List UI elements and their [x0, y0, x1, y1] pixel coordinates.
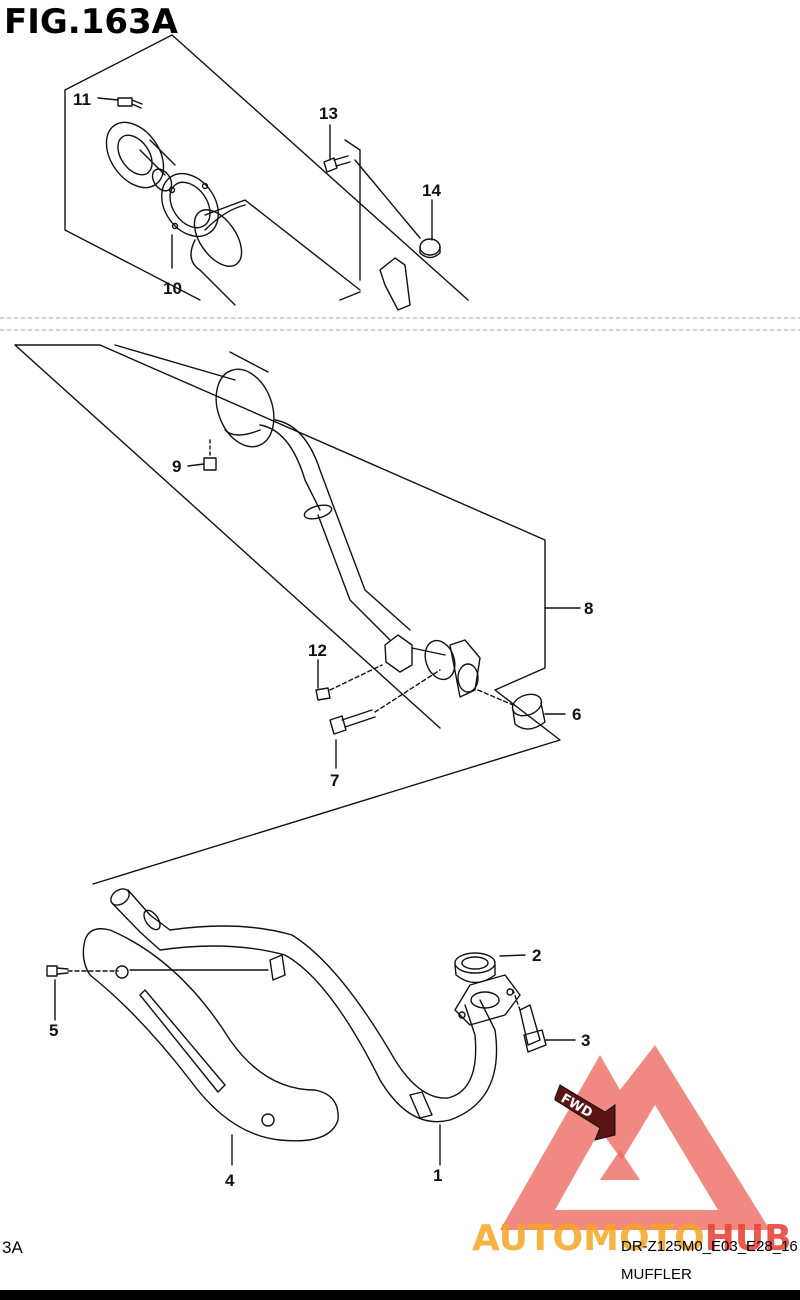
footer-part-name: MUFFLER — [621, 1266, 692, 1283]
footer-model-code: DR-Z125M0_E03_E28_16 — [621, 1238, 798, 1255]
footer-left-label: 3A — [2, 1238, 23, 1257]
exhaust-pipe-1 — [110, 888, 498, 1123]
callout-14: 14 — [422, 181, 441, 200]
gasket-2 — [454, 952, 496, 984]
callout-4: 4 — [225, 1171, 235, 1190]
cut-line — [0, 317, 800, 331]
heat-shield-4 — [82, 928, 339, 1142]
callout-6: 6 — [572, 705, 581, 724]
collar-14 — [419, 238, 441, 259]
callout-8: 8 — [584, 599, 593, 618]
callout-12: 12 — [308, 641, 327, 660]
svg-text:AUTOMOTOHUB: AUTOMOTOHUB — [472, 1218, 792, 1259]
callout-9: 9 — [172, 457, 181, 476]
callout-13: 13 — [319, 104, 338, 123]
figure-title: FIG.163A — [4, 2, 178, 42]
nut-3 — [512, 989, 547, 1053]
end-cap-flange — [105, 121, 176, 192]
assembly-outline-lower — [14, 344, 561, 885]
bushing-6 — [477, 689, 546, 730]
callout-11: 11 — [73, 90, 91, 109]
assembly-outline-upper — [64, 34, 469, 301]
muffler-upper-part — [190, 199, 361, 306]
callout-5: 5 — [49, 1021, 58, 1040]
callout-1: 1 — [433, 1166, 442, 1185]
bolt-12 — [315, 664, 383, 701]
watermark-text-part2: HUB — [705, 1218, 792, 1259]
callout-3: 3 — [581, 1031, 590, 1050]
mount-bracket-upper — [379, 257, 411, 311]
bolt-9 — [203, 439, 217, 471]
callout-10: 10 — [163, 279, 182, 298]
screw-5 — [46, 965, 269, 977]
callout-labels: 11 13 14 10 9 8 12 7 6 2 3 5 4 1 — [49, 90, 593, 1190]
watermark-logo — [500, 1045, 770, 1230]
bottom-bar — [0, 1290, 800, 1300]
callout-7: 7 — [330, 771, 339, 790]
callout-2: 2 — [532, 946, 541, 965]
muffler-lower-part — [114, 344, 411, 641]
watermark-text: AUTOMOTOHUB — [472, 1218, 792, 1259]
leader-lines — [54, 97, 581, 1166]
bolt-7 — [329, 669, 441, 735]
exhaust-flange — [454, 974, 521, 1026]
watermark-text-part1: AUTOMOTO — [472, 1218, 705, 1259]
gasket-10 — [161, 172, 219, 238]
bolt-13 — [323, 155, 351, 173]
rear-clamp-bracket — [384, 634, 481, 698]
bolt-11 — [117, 97, 143, 109]
